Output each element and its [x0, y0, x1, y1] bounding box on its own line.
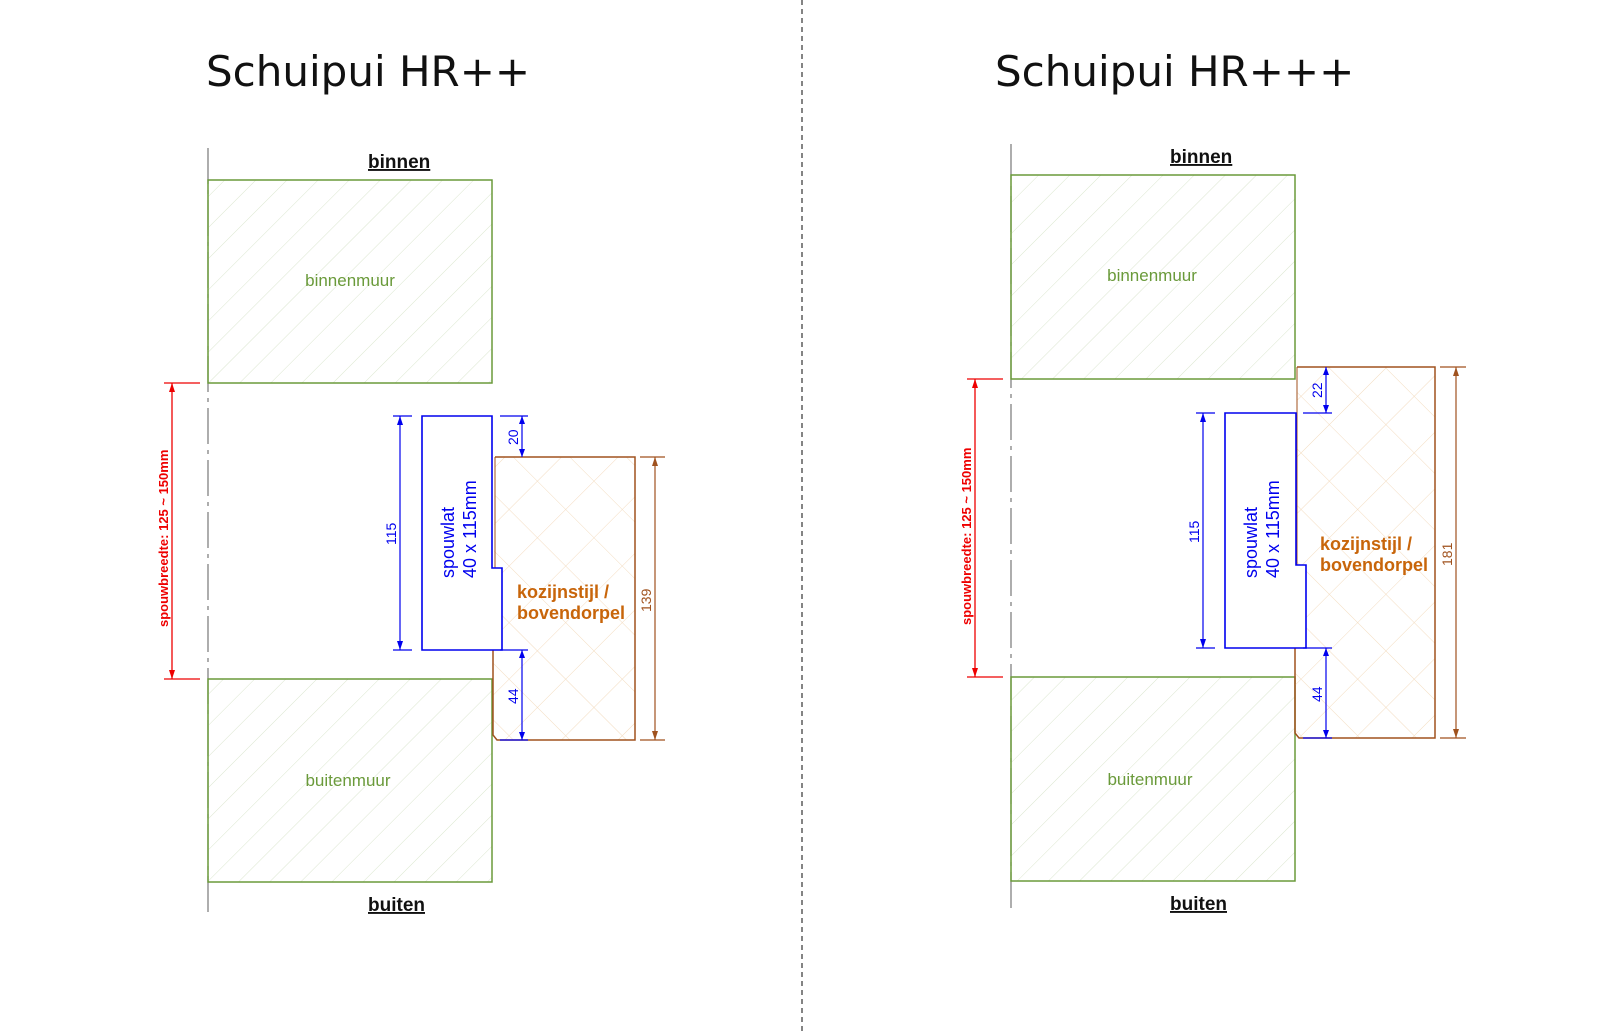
dim-label-top: 20	[505, 429, 521, 445]
label-cavity-width: spouwbreedte: 125 ~ 150mm	[959, 448, 974, 625]
label-frame-line1: kozijnstijl /	[1320, 534, 1412, 554]
label-spouwlat-line2: 40 x 115mm	[460, 480, 480, 578]
dim-label-bottom: 44	[1309, 686, 1325, 702]
panel-title: Schuipui HR+++	[995, 47, 1354, 96]
dimension-cavity	[967, 378, 1003, 678]
label-buitenmuur: buitenmuur	[1107, 770, 1192, 789]
dim-label-top: 22	[1309, 382, 1325, 398]
dim-label-spouwlat: 115	[383, 522, 399, 545]
label-frame-line2: bovendorpel	[517, 603, 625, 623]
inner-wall	[207, 179, 493, 384]
dimension-frame	[640, 456, 665, 741]
panel-title: Schuipui HR++	[206, 47, 530, 96]
dimension-top-gap	[500, 415, 528, 457]
label-cavity-width: spouwbreedte: 125 ~ 150mm	[156, 450, 171, 627]
label-buitenmuur: buitenmuur	[305, 771, 390, 790]
label-frame-line1: kozijnstijl /	[517, 582, 609, 602]
label-spouwlat-line1: spouwlat	[1241, 507, 1261, 578]
dimension-bottom	[1303, 647, 1332, 739]
dimension-spouwlat-height	[1196, 412, 1215, 649]
label-binnen: binnen	[368, 152, 430, 173]
label-spouwlat-line2: 40 x 115mm	[1263, 480, 1283, 578]
dim-label-frame: 181	[1439, 542, 1455, 566]
label-frame-line2: bovendorpel	[1320, 555, 1428, 575]
dimension-spouwlat-height	[393, 415, 412, 651]
panel-hr-plus-plus: Schuipui HR++ binnen binnenmuur buitenmu…	[156, 47, 665, 916]
spouwlat-profile	[1224, 412, 1307, 649]
dimension-cavity	[164, 382, 200, 680]
dimension-bottom	[500, 649, 528, 741]
inner-wall	[1010, 174, 1296, 380]
dim-label-bottom: 44	[505, 688, 521, 704]
label-buiten: buiten	[368, 895, 425, 916]
dim-label-frame: 139	[638, 588, 654, 612]
label-spouwlat-line1: spouwlat	[438, 507, 458, 578]
panel-hr-plus-plus-plus: Schuipui HR+++ binnen binnenmuur buitenm…	[959, 47, 1466, 915]
label-binnenmuur: binnenmuur	[305, 271, 395, 290]
window-frame	[492, 456, 636, 741]
label-buiten: buiten	[1170, 894, 1227, 915]
outer-wall	[1010, 676, 1296, 882]
dim-label-spouwlat: 115	[1186, 520, 1202, 543]
label-binnen: binnen	[1170, 147, 1232, 168]
window-frame	[1294, 366, 1436, 739]
dimension-frame	[1440, 366, 1466, 739]
dimension-top-gap	[1303, 367, 1332, 414]
label-binnenmuur: binnenmuur	[1107, 266, 1197, 285]
outer-wall	[207, 678, 493, 883]
spouwlat-profile	[421, 415, 503, 651]
